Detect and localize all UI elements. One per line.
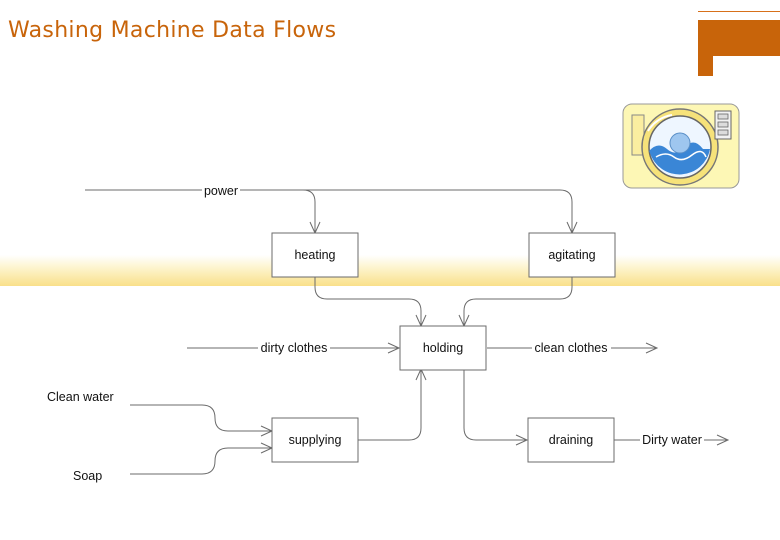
node-draining-label: draining xyxy=(549,433,594,447)
node-draining: draining xyxy=(527,417,615,463)
node-heating-label: heating xyxy=(294,248,335,262)
flow-label-power: power xyxy=(204,184,238,198)
edge-heating-to-holding xyxy=(314,277,422,325)
flow-label-dirty-water: Dirty water xyxy=(642,433,702,447)
node-holding: holding xyxy=(399,325,487,371)
label-bg-dirty-water xyxy=(640,432,704,447)
node-agitating-label: agitating xyxy=(548,248,595,262)
flow-label-soap: Soap xyxy=(73,469,102,483)
edge-clean-water xyxy=(130,404,272,432)
edge-holding-to-draining xyxy=(463,370,527,441)
node-agitating: agitating xyxy=(528,232,616,278)
arrowhead-dirty-water xyxy=(716,434,730,446)
node-supplying-label: supplying xyxy=(289,433,342,447)
corner-accent-line xyxy=(698,11,780,12)
node-heating: heating xyxy=(271,232,359,278)
arrowhead-clean-clothes xyxy=(645,342,659,354)
node-holding-label: holding xyxy=(423,341,463,355)
label-bg-dirty-clothes xyxy=(258,340,330,355)
flow-label-clean-clothes: clean clothes xyxy=(535,341,608,355)
decorative-band xyxy=(0,255,780,286)
flow-label-clean-water: Clean water xyxy=(47,390,114,404)
corner-accent-block xyxy=(698,20,780,76)
edge-power-to-agitating xyxy=(303,189,573,232)
edge-soap xyxy=(130,447,272,475)
arrowhead-draining xyxy=(515,434,529,446)
label-bg-clean-clothes xyxy=(532,340,611,355)
flow-label-dirty-clothes: dirty clothes xyxy=(261,341,328,355)
edge-agitating-to-holding xyxy=(463,277,573,325)
arrowhead-dirty-clothes xyxy=(387,342,401,354)
edge-supplying-to-holding xyxy=(358,370,422,441)
node-supplying: supplying xyxy=(271,417,359,463)
washing-machine-icon xyxy=(622,103,740,189)
edge-power-to-heating xyxy=(85,189,316,232)
label-bg-power xyxy=(202,183,240,198)
page-title: Washing Machine Data Flows xyxy=(8,18,337,43)
